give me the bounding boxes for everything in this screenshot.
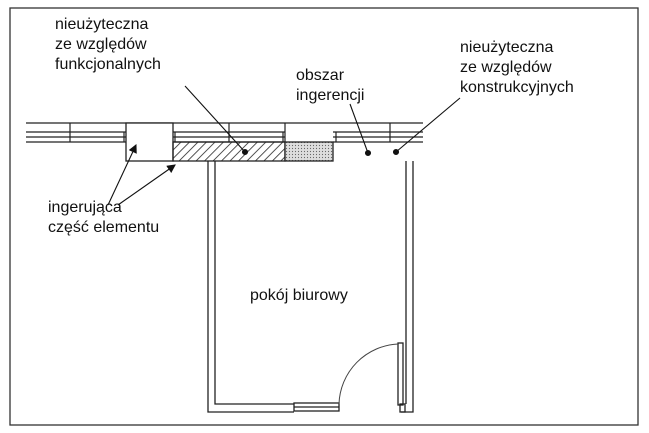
frame-border [9, 7, 639, 426]
label-interference-area: obszar ingerencji [296, 67, 364, 104]
dotted-unusable-structural-area [284, 141, 334, 162]
label-interfering-part: ingerująca część elementu [48, 199, 159, 236]
hatched-unusable-functional-area [172, 141, 286, 162]
label-line: obszar [296, 67, 345, 84]
label-line: konstrukcyjnych [460, 79, 574, 96]
interfering-element-box [125, 122, 174, 162]
label-unusable-structural: nieużyteczna ze względów konstrukcyjnych [460, 39, 574, 96]
label-line: część elementu [48, 219, 159, 236]
label-line: nieużyteczna [55, 16, 148, 33]
label-line: ingerująca [48, 199, 122, 216]
label-line: ingerencji [296, 87, 364, 104]
label-line: ze względów [460, 59, 552, 76]
door-swing-arc [338, 343, 399, 405]
label-line: ze względów [55, 36, 147, 53]
label-unusable-functional: nieużyteczna ze względów funkcjonalnych [55, 16, 161, 73]
label-line: funkcjonalnych [55, 56, 161, 73]
room-walls [207, 161, 414, 413]
leader-lines [107, 85, 461, 206]
label-line: nieużyteczna [460, 39, 553, 56]
room-label: pokój biurowy [250, 287, 348, 304]
